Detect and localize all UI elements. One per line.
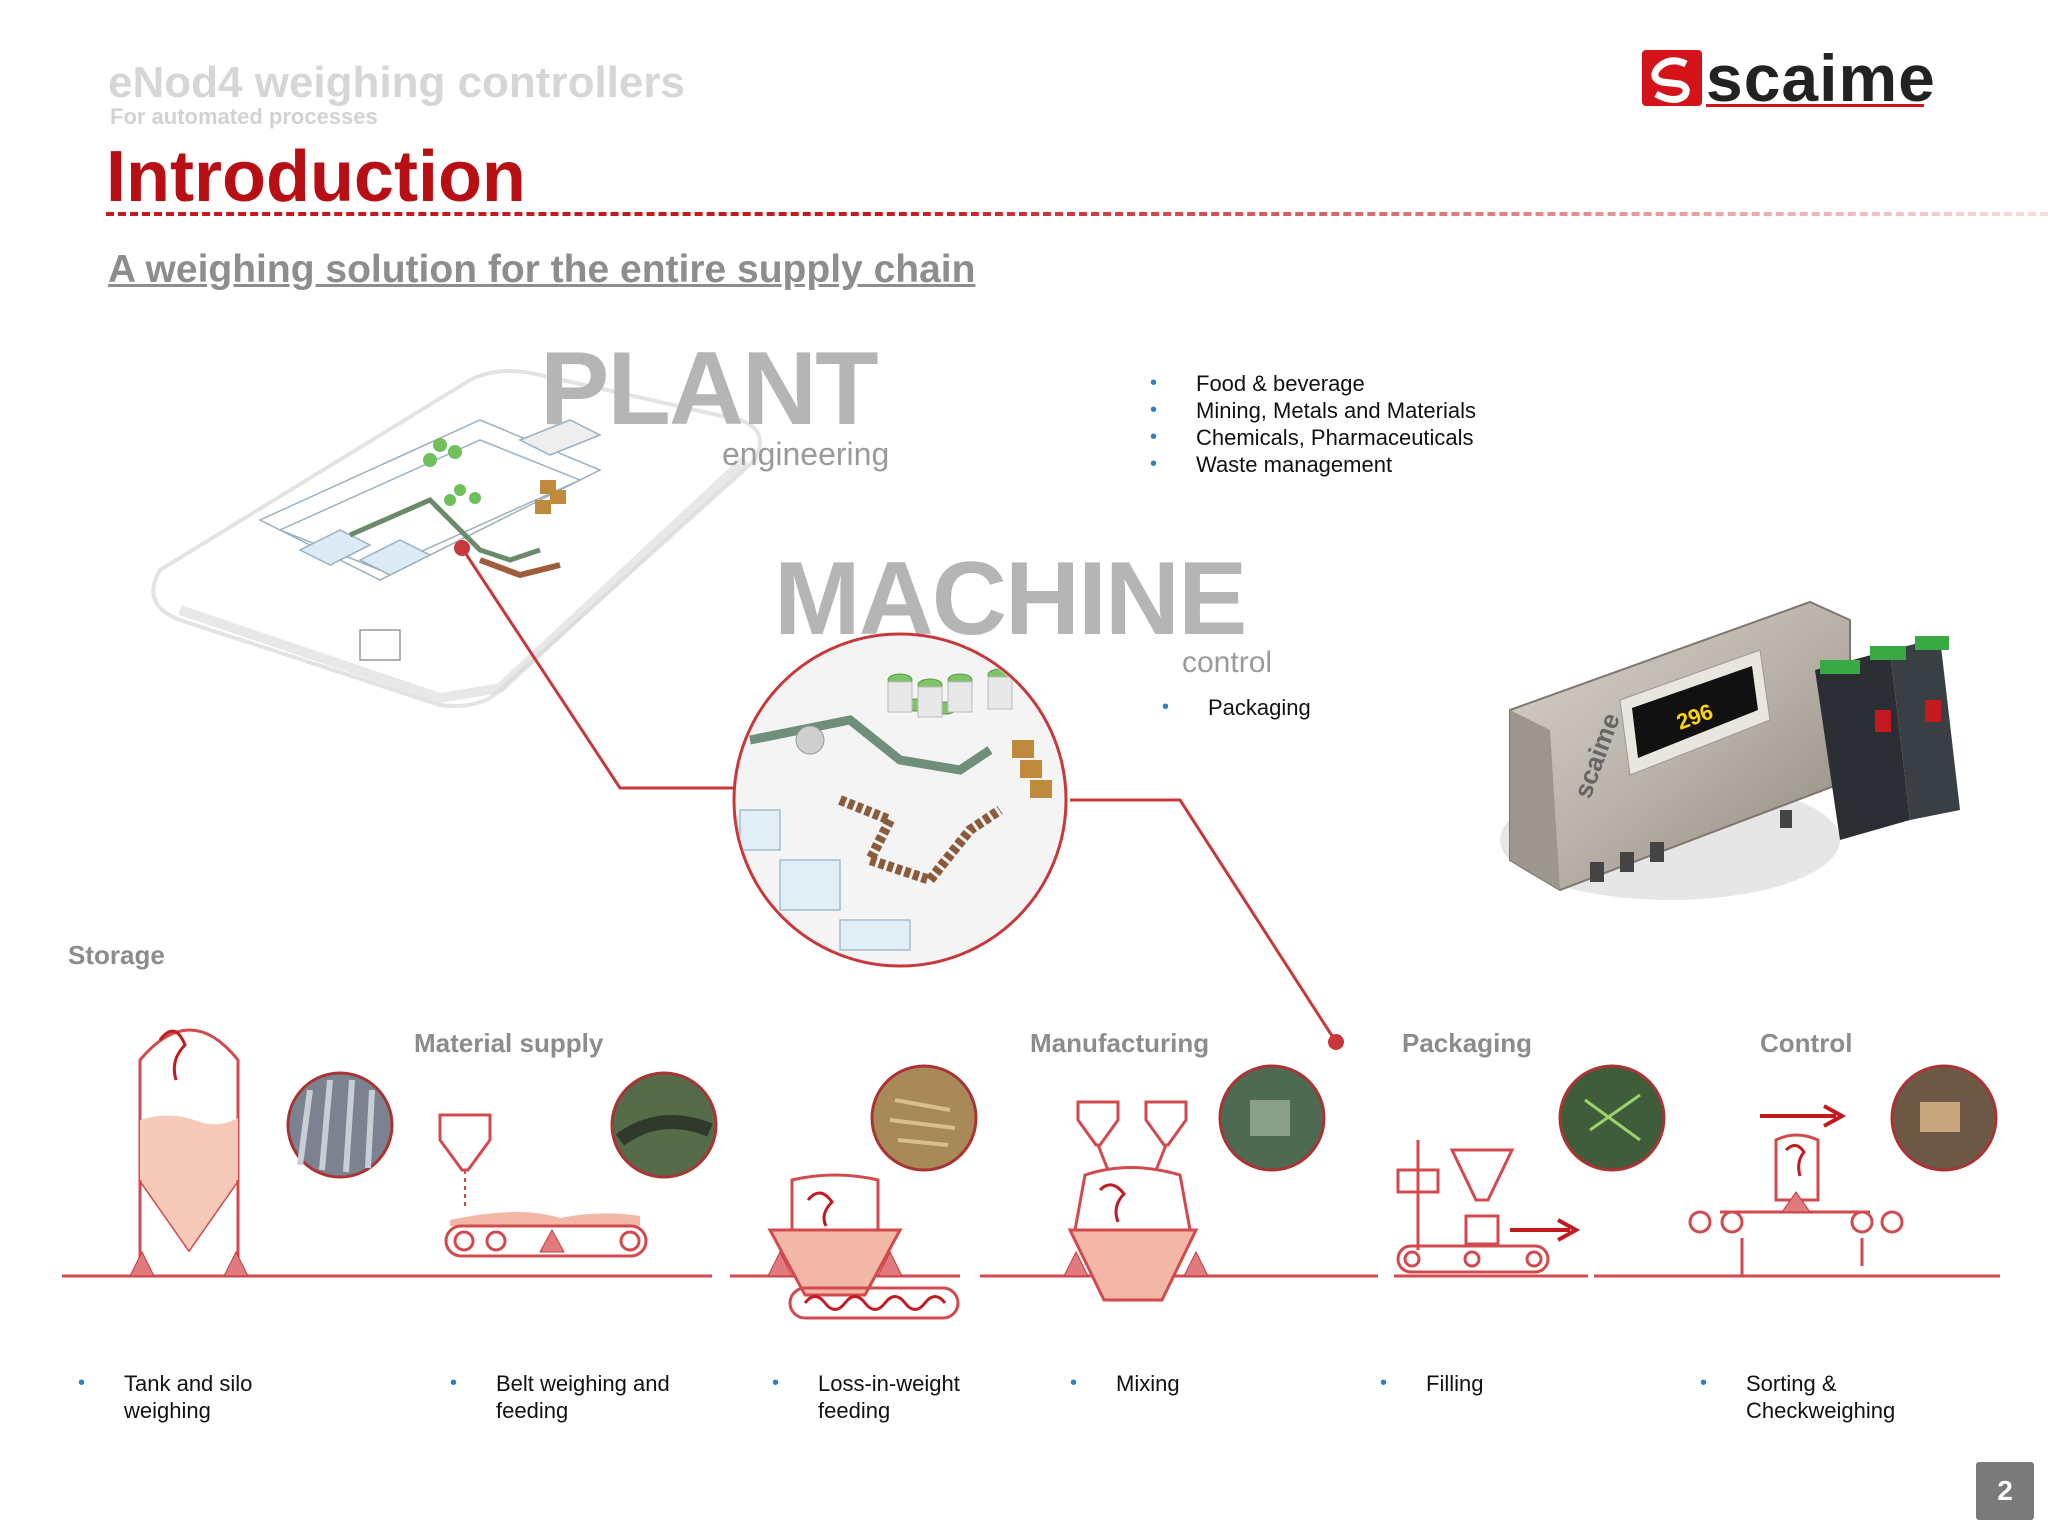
application-item: Loss-in-weight feeding <box>772 1370 1012 1424</box>
industry-item: Food & beverage <box>1150 370 1476 397</box>
application-item: Belt weighing and feeding <box>450 1370 700 1424</box>
loss-in-weight-icon <box>767 1173 960 1320</box>
application-loss-in-weight: Loss-in-weight feeding <box>772 1370 1012 1424</box>
weighing-controller-photo: 296 scaime <box>1500 600 1960 900</box>
document-subtitle: For automated processes <box>110 104 378 129</box>
slide-title: Introduction <box>106 137 526 217</box>
plant-illustration <box>151 369 762 708</box>
title-divider <box>106 212 2048 216</box>
checkweigher-icon <box>1688 1104 1904 1276</box>
connector-lines <box>460 547 1344 1050</box>
scaime-logo-mark <box>1642 50 1702 106</box>
scaime-logo-text: scaime <box>1706 41 1936 115</box>
application-item: Filling <box>1380 1370 1600 1397</box>
application-item: Tank and silo weighing <box>78 1370 318 1424</box>
plant-heading: PLANT <box>540 331 879 447</box>
industry-item: Mining, Metals and Materials <box>1150 397 1476 424</box>
silo-icon <box>129 1028 249 1277</box>
logo-underline <box>1706 104 1924 107</box>
document-title: eNod4 weighing controllers <box>108 58 685 107</box>
application-tank-silo: Tank and silo weighing <box>78 1370 318 1424</box>
page-number-badge: 2 <box>1976 1462 2034 1520</box>
application-sorting: Sorting & Checkweighing <box>1700 1370 1940 1424</box>
machine-zoom-circle <box>732 632 1068 968</box>
application-mixing: Mixing <box>1070 1370 1290 1397</box>
application-filling: Filling <box>1380 1370 1600 1397</box>
plant-industries-list: Food & beverage Mining, Metals and Mater… <box>1150 370 1476 478</box>
connector-dot <box>1328 1034 1344 1050</box>
stage-label-material-supply: Material supply <box>414 1028 604 1058</box>
industry-item: Waste management <box>1150 451 1476 478</box>
process-diagram <box>62 1028 2000 1320</box>
stage-label-storage: Storage <box>68 940 165 970</box>
stage-label-manufacturing: Manufacturing <box>1030 1028 1210 1058</box>
plant-subheading: engineering <box>722 436 890 472</box>
application-item: Mixing <box>1070 1370 1290 1397</box>
stage-label-packaging: Packaging <box>1402 1028 1533 1058</box>
belt-icon <box>438 1113 648 1258</box>
mixer-icon <box>1063 1100 1209 1302</box>
industry-item: Chemicals, Pharmaceuticals <box>1150 424 1476 451</box>
machine-heading: MACHINE <box>774 541 1247 657</box>
industry-item: Packaging <box>1162 694 1311 721</box>
stage-label-control: Control <box>1760 1028 1853 1058</box>
application-item: Sorting & Checkweighing <box>1700 1370 1940 1424</box>
application-belt: Belt weighing and feeding <box>450 1370 700 1424</box>
filling-icon <box>1396 1140 1581 1274</box>
loss-in-weight-photo <box>870 1064 978 1172</box>
section-subtitle: A weighing solution for the entire suppl… <box>108 248 976 291</box>
machine-subheading: control <box>1182 646 1273 679</box>
machine-industries-list: Packaging <box>1162 694 1311 721</box>
